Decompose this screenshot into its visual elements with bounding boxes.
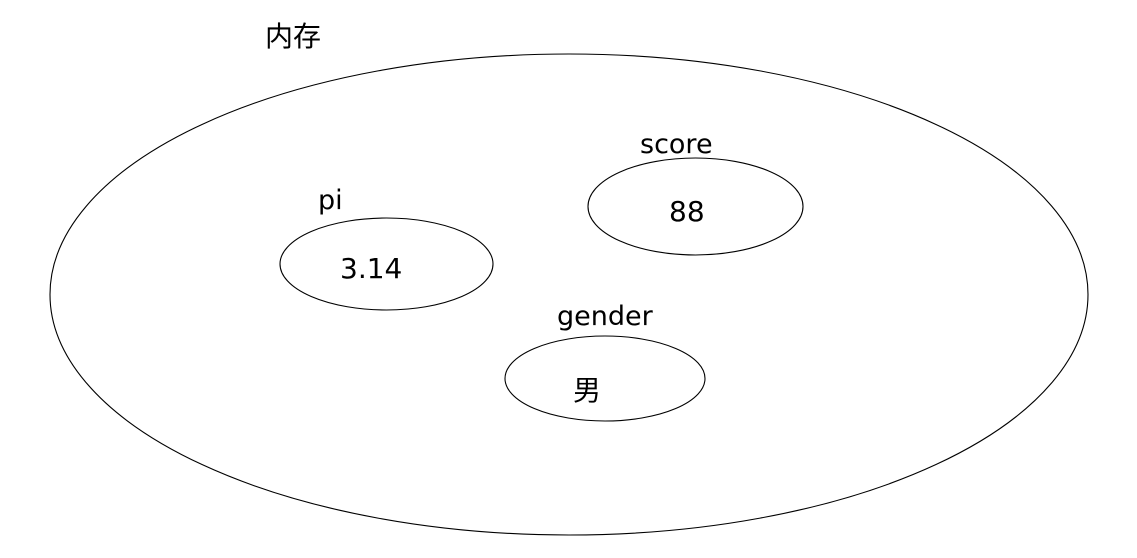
memory-container-title: 内存 xyxy=(265,20,321,53)
variable-ellipse-score[interactable] xyxy=(587,157,804,256)
variable-value-score: 88 xyxy=(669,195,705,228)
variable-value-gender: 男 xyxy=(573,374,601,407)
variable-label-pi: pi xyxy=(318,185,343,216)
variable-label-score: score xyxy=(640,129,713,160)
variable-ellipse-gender[interactable] xyxy=(504,335,706,422)
variable-value-pi: 3.14 xyxy=(340,252,402,285)
variable-ellipse-pi[interactable] xyxy=(279,217,494,311)
memory-container-ellipse[interactable] xyxy=(49,53,1089,536)
variable-label-gender: gender xyxy=(557,301,654,332)
